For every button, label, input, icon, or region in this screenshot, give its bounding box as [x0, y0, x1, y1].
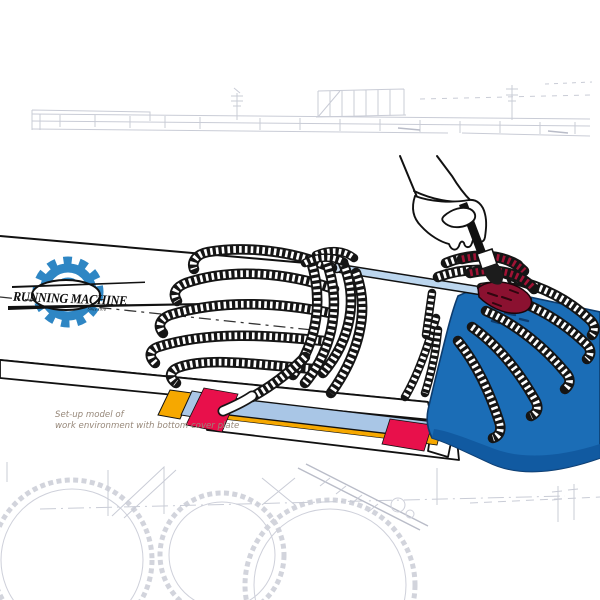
caption-line1: Set-up model of [55, 410, 126, 420]
cloth-fold-marks [490, 311, 530, 325]
blueprint-bottom [0, 462, 600, 600]
glove-hand [399, 155, 504, 285]
logo-wordmark: RUNNING MACHINE [12, 289, 128, 308]
cover-cloth [426, 287, 600, 473]
logo-swoosh-bottom [8, 303, 205, 310]
logo-ellipse [31, 279, 101, 311]
arm-outline [436, 155, 472, 202]
left-clamp-red [185, 387, 239, 433]
glove-thumb [441, 206, 477, 229]
caption: Set-up model of work environment with bo… [55, 410, 239, 431]
right-clamp-red [381, 418, 433, 452]
brush-tip [483, 263, 504, 285]
blueprint-top [31, 81, 593, 137]
rope-bundle-left [145, 244, 368, 417]
rope-bundle-right [400, 250, 600, 444]
brand-logo: RUNNING MACHINE Since 1978 [8, 256, 205, 328]
logo-swoosh-top [12, 281, 145, 288]
caption-line2: work environment with bottom cover plate [55, 421, 239, 431]
left-clamp [157, 387, 239, 433]
left-rail-yellow [157, 389, 193, 420]
cloth-shade [432, 429, 600, 472]
logo-tagline: Since 1978 [88, 306, 108, 312]
